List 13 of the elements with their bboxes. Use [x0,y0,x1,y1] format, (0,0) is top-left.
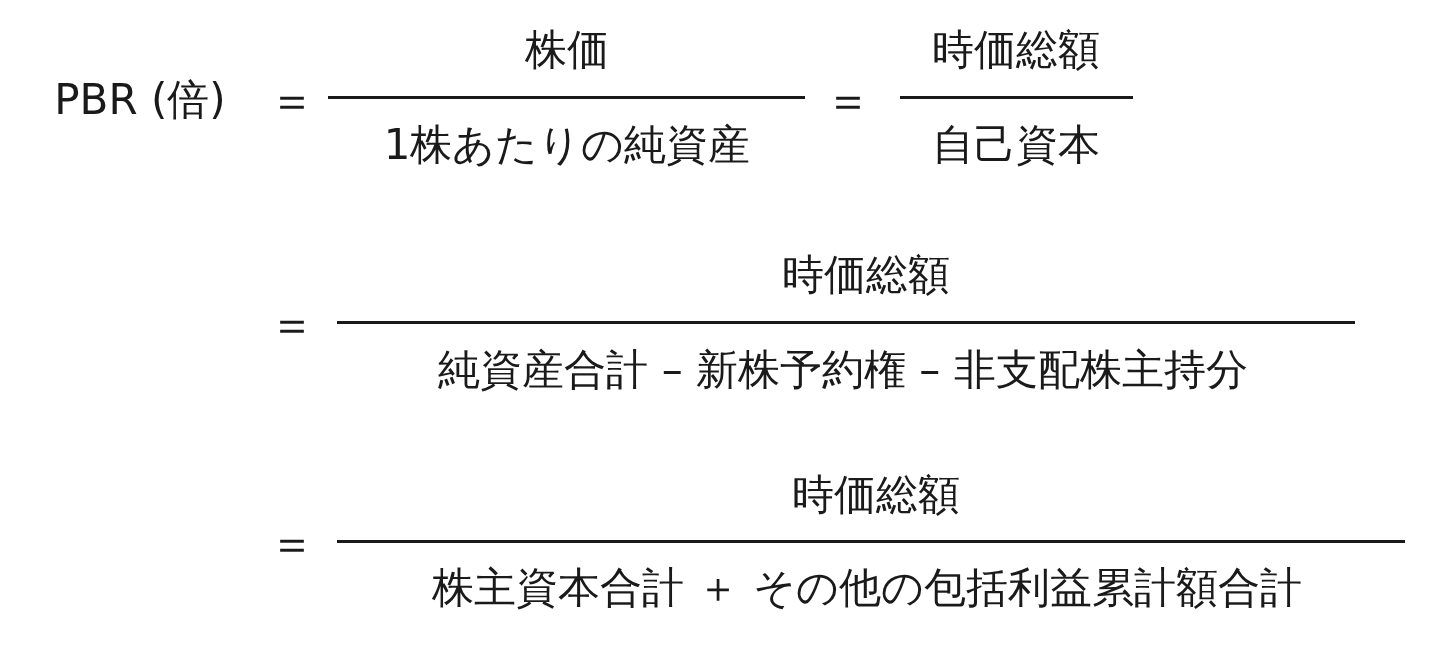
denominator: 1株あたりの純資産 [383,121,751,169]
numerator: 時価総額 [782,251,950,299]
numerator: 時価総額 [932,26,1100,74]
denominator: 純資産合計 – 新株予約権 – 非支配株主持分 [438,346,1248,394]
numerator: 株価 [525,26,609,74]
numerator: 時価総額 [792,471,960,519]
equals-sign: ＝ [269,298,315,350]
denominator: 株主資本合計 ＋ その他の包括利益累計額合計 [432,564,1302,612]
equals-sign: ＝ [269,517,315,569]
formula-term: PBR (倍) [54,76,226,124]
equals-sign: ＝ [269,74,315,126]
denominator: 自己資本 [932,121,1100,169]
equals-sign: ＝ [825,74,871,126]
